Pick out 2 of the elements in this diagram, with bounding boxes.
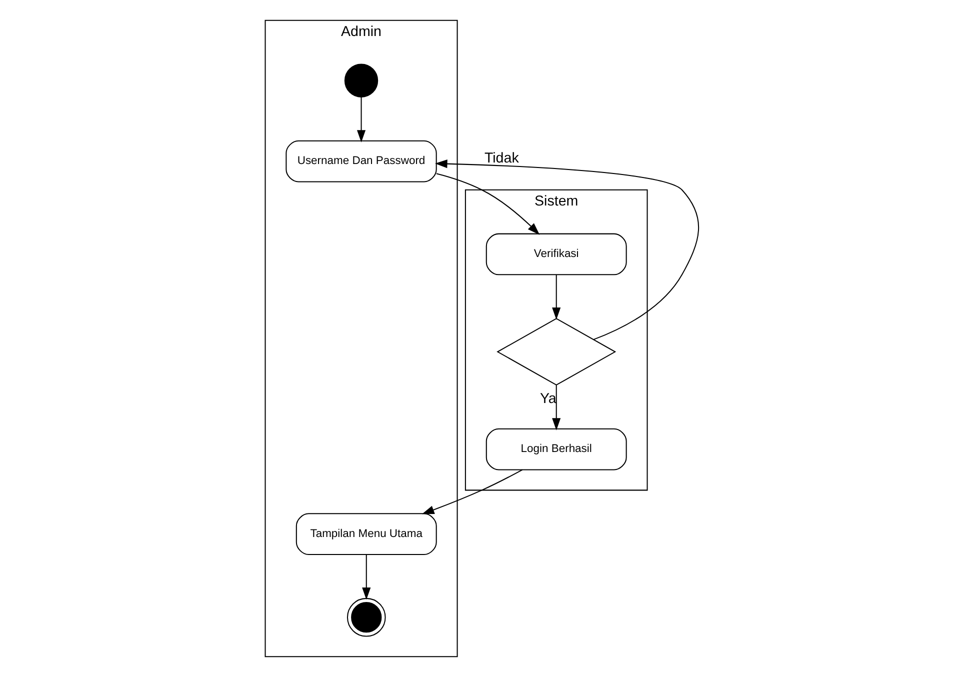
edge-label: Ya bbox=[539, 391, 556, 408]
edge-label: Tidak bbox=[484, 150, 518, 167]
